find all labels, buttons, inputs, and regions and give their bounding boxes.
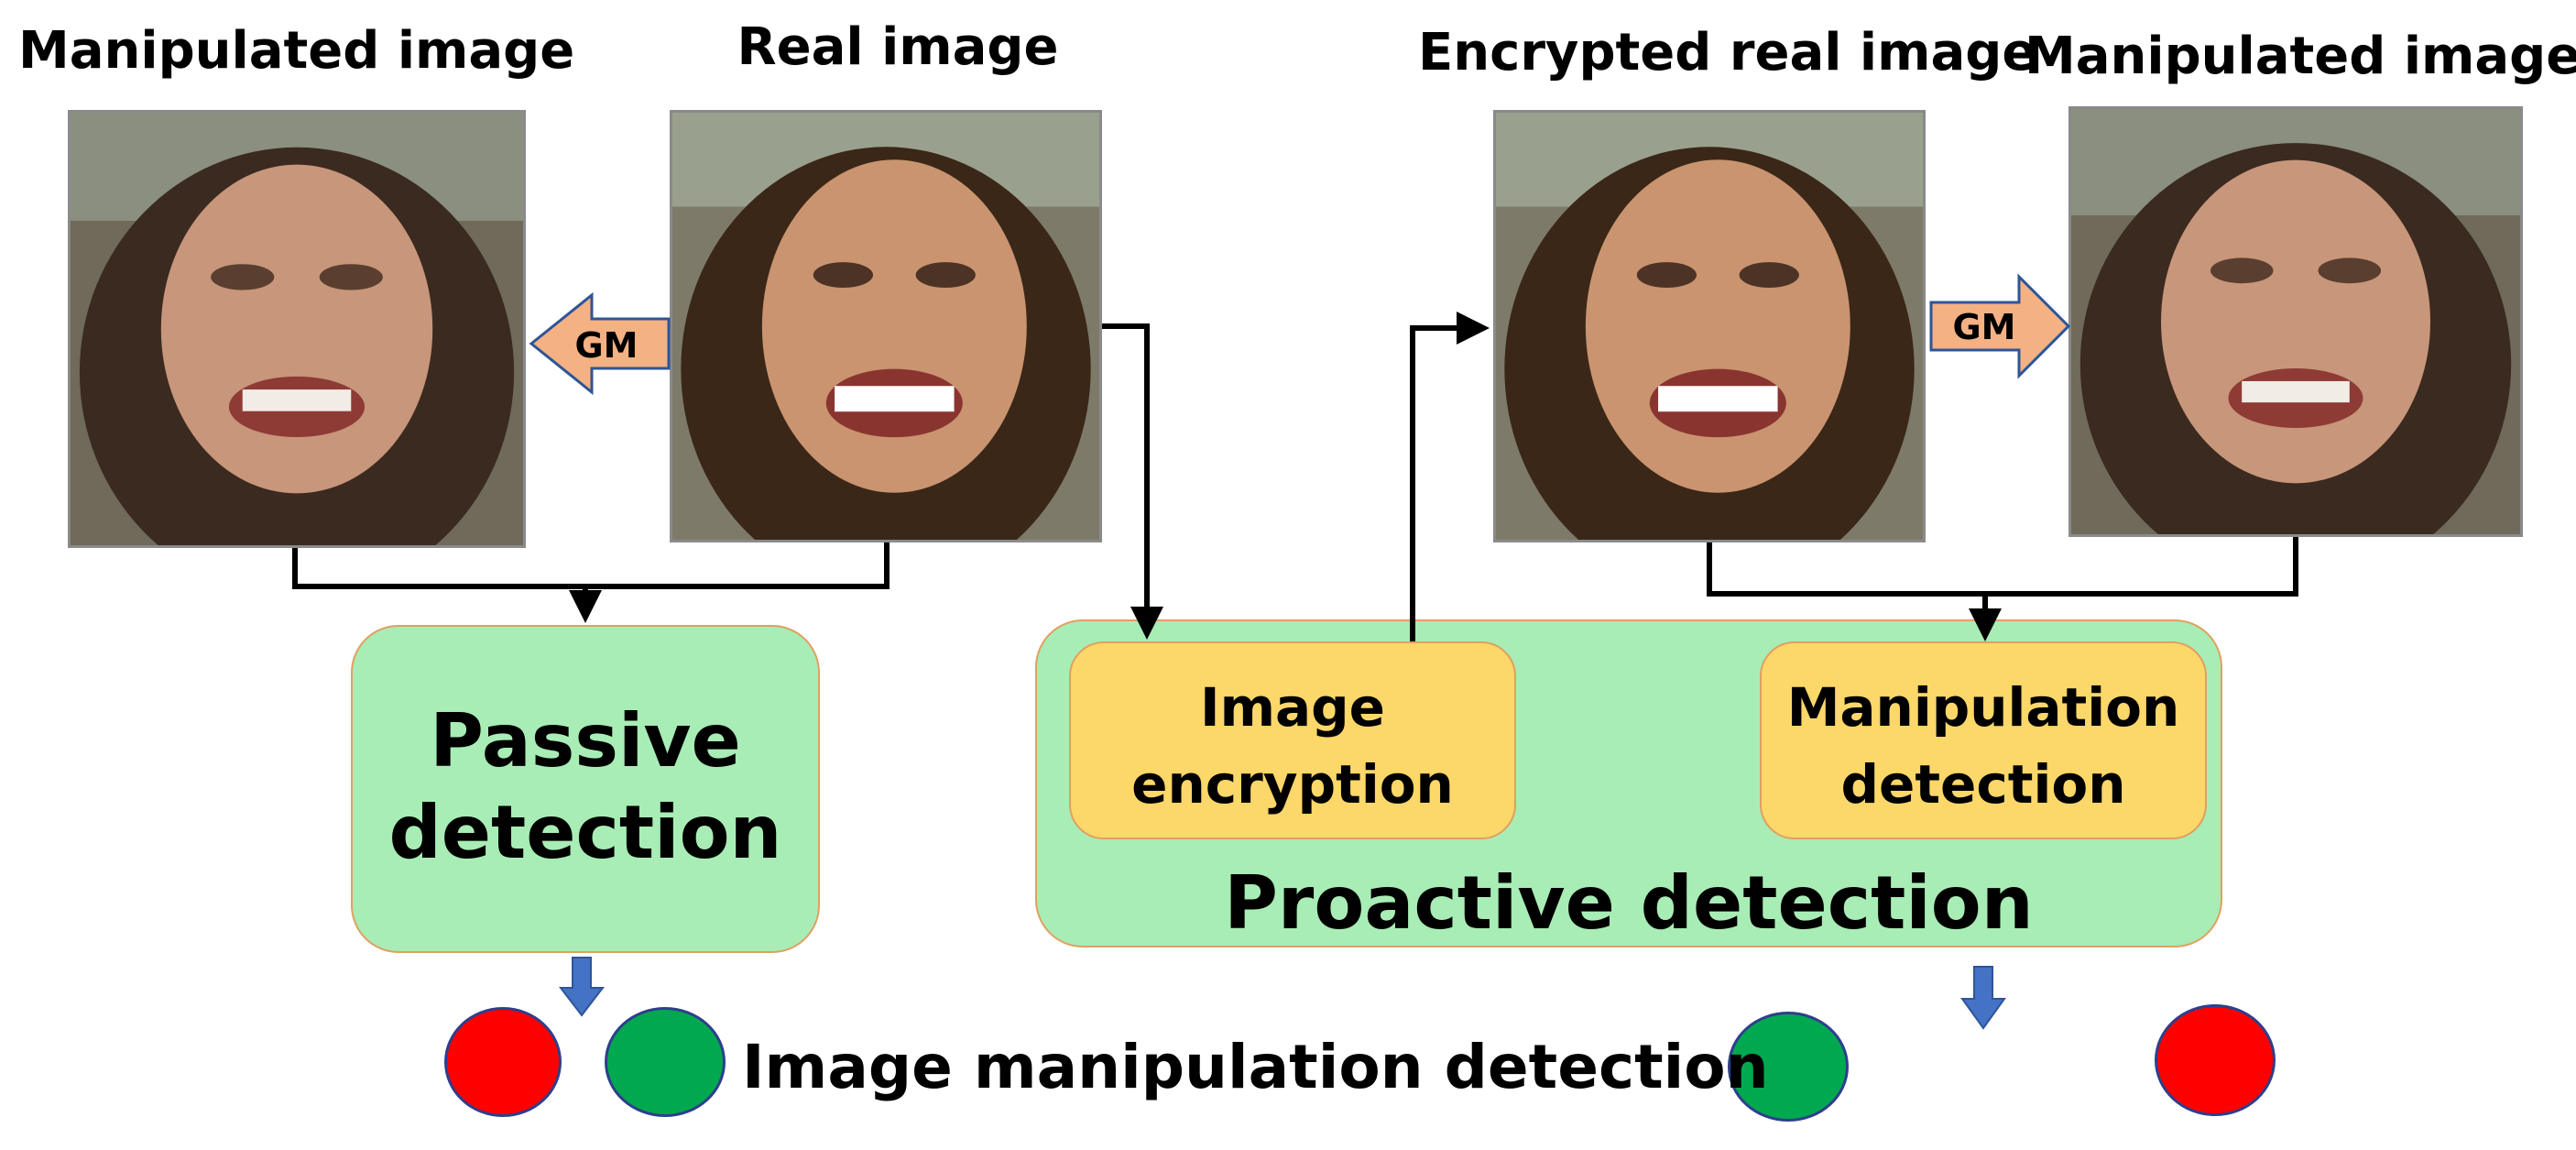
gm-arrow-right-label: GM [1952,307,2015,347]
label-left-manipulated: Manipulated image [18,21,575,81]
gm-arrow-left: GM [529,291,671,396]
manipulation-detection-line1: Manipulation [1786,676,2180,739]
image-encryption-box: Image encryption [1069,641,1516,839]
connector-left-images-to-passive [292,542,890,589]
manipulation-detection-box: Manipulation detection [1760,641,2207,839]
image-encryption-line1: Image [1199,676,1385,739]
blue-down-arrow-passive [558,957,606,1017]
passive-detection-line1: Passive [430,698,741,783]
encrypted-face-image-right [1493,110,1926,542]
green-dot-passive [605,1007,726,1117]
blue-down-arrow-proactive [1960,966,2006,1030]
real-face-image-left [670,110,1102,542]
label-left-real: Real image [737,17,1059,77]
passive-detection-line2: detection [388,790,782,875]
manipulation-detection-line2: detection [1840,753,2126,816]
green-dot-proactive [1728,1012,1849,1122]
gm-arrow-right: GM [1929,273,2071,379]
footer-title: Image manipulation detection [742,1032,1769,1102]
red-dot-proactive [2155,1004,2276,1116]
gm-arrow-left-label: GM [574,325,638,366]
manipulated-face-image-left [68,110,526,548]
image-encryption-line2: encryption [1131,753,1454,816]
label-right-encrypted: Encrypted real image [1418,23,2037,82]
connector-encryption-to-encrypted-image [1410,312,1490,641]
connector-right-images-to-manipulation-detection [1707,537,2298,597]
manipulated-face-image-right [2068,106,2523,537]
connector-real-to-encryption [1102,323,1163,640]
passive-detection-box: Passive detection [351,625,820,953]
proactive-detection-label: Proactive detection [1224,860,2034,946]
red-dot-passive [444,1007,562,1117]
label-right-manipulated: Manipulated image [2025,27,2576,86]
